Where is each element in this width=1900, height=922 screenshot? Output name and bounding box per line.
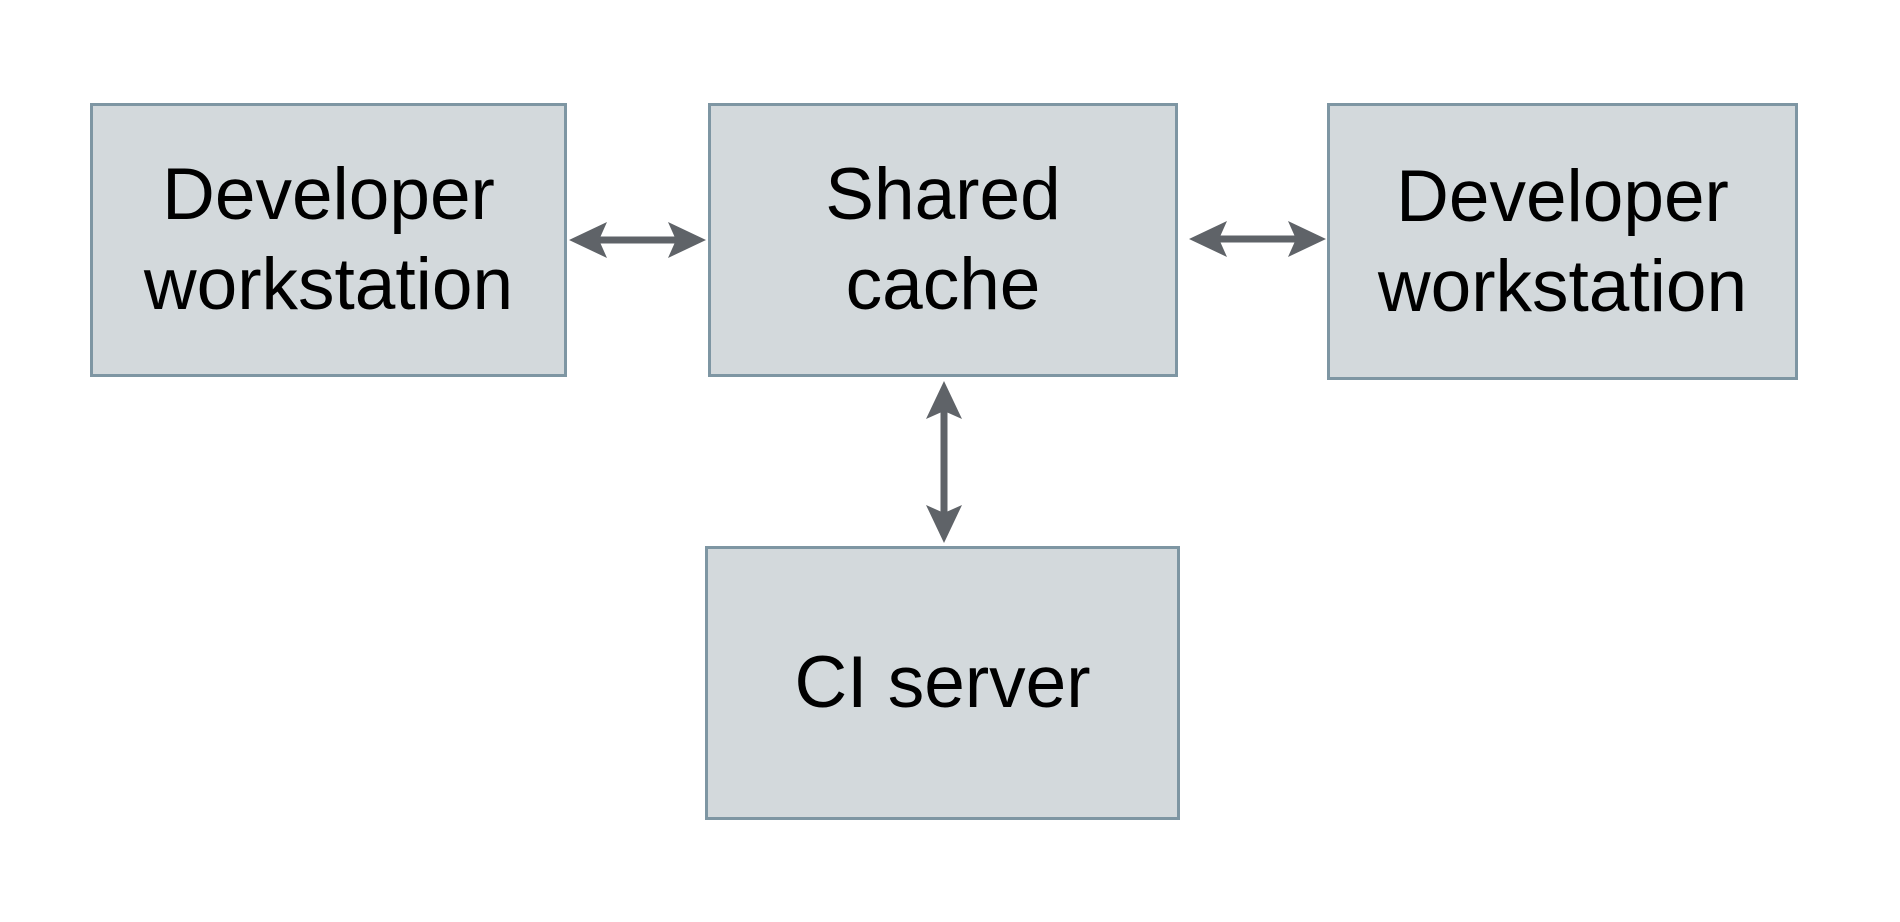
node-label-line: workstation xyxy=(1377,245,1748,327)
bidirectional-arrow-cache-right-workstation xyxy=(1189,221,1326,257)
arrowhead-down-icon xyxy=(926,505,962,543)
node-developer-workstation-right: Developer workstation xyxy=(1327,103,1798,380)
arrowhead-up-icon xyxy=(926,381,962,419)
node-ci-server: CI server xyxy=(705,546,1180,820)
arrowhead-left-icon xyxy=(569,222,607,258)
arrowhead-left-icon xyxy=(1189,221,1227,257)
node-label-line: Shared xyxy=(825,154,1061,235)
bidirectional-arrow-left-workstation-cache xyxy=(569,222,706,258)
node-developer-workstation-left: Developer workstation xyxy=(90,103,567,377)
node-label-line: cache xyxy=(845,244,1041,325)
arrowhead-right-icon xyxy=(668,222,706,258)
node-label-line: Developer xyxy=(162,154,495,235)
node-shared-cache: Shared cache xyxy=(708,103,1178,377)
node-label-line: CI server xyxy=(794,642,1091,723)
bidirectional-arrow-cache-ci-server xyxy=(926,381,962,543)
arrowhead-right-icon xyxy=(1288,221,1326,257)
node-label-line: workstation xyxy=(143,244,514,325)
node-label-line: Developer xyxy=(1396,155,1729,237)
